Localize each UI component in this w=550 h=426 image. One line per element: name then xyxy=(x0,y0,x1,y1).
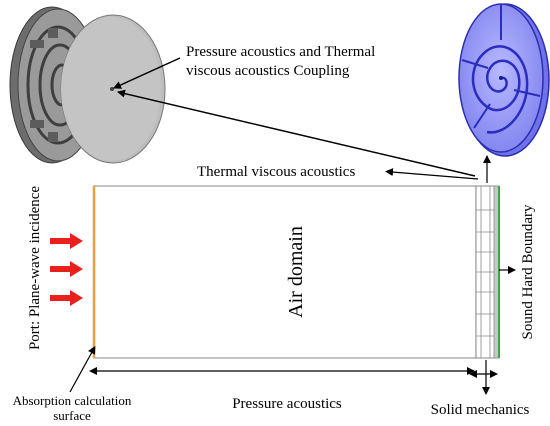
absorber-cross-section xyxy=(475,185,500,359)
exploded-absorber-model xyxy=(9,6,166,164)
thermal-viscous-arrow xyxy=(385,168,479,180)
port-label: Port: Plane-wave incidence xyxy=(27,186,43,350)
incident-arrow-3 xyxy=(50,290,83,306)
absorption-label-line2: surface xyxy=(53,408,91,423)
coupling-label-line2: viscous acoustics Coupling xyxy=(186,63,350,79)
spiral-metamaterial-model xyxy=(458,3,550,157)
thermal-viscous-label: Thermal viscous acoustics xyxy=(197,164,355,180)
air-domain-label: Air domain xyxy=(285,226,307,318)
solid-mechanics-label: Solid mechanics xyxy=(431,402,530,418)
pressure-acoustics-label: Pressure acoustics xyxy=(232,396,342,412)
coupling-arrow-from-interface xyxy=(117,89,476,177)
incident-wave-arrows xyxy=(50,233,83,306)
coupling-arrow-to-disk xyxy=(113,57,181,89)
absorption-label-line1: Absorption calculation xyxy=(13,393,132,408)
absorption-arrow xyxy=(69,345,96,393)
incident-arrow-2 xyxy=(50,261,83,277)
coupling-label-line1: Pressure acoustics and Thermal xyxy=(186,44,375,60)
air-domain xyxy=(93,185,477,359)
incident-arrow-1 xyxy=(50,233,83,249)
sound-hard-label: Sound Hard Boundary xyxy=(520,204,536,339)
